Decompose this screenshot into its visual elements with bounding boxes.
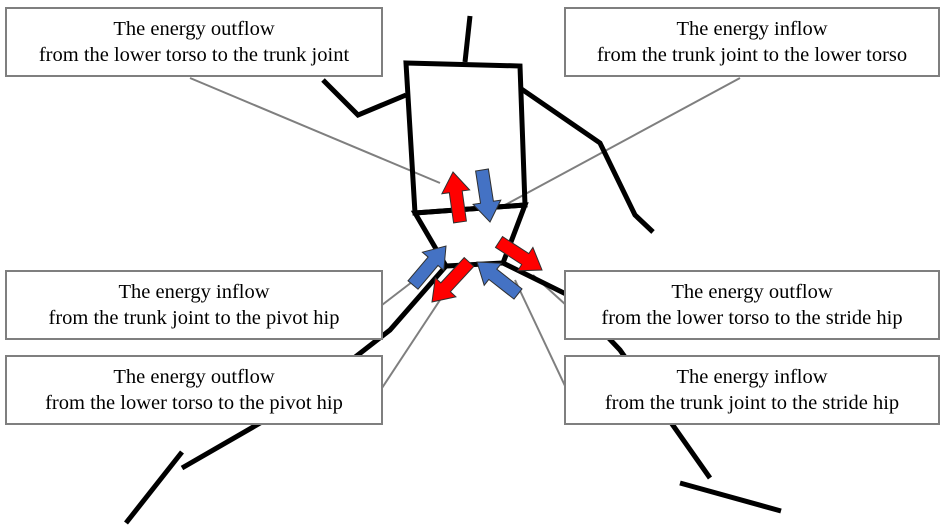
arrow-inflow-trunk-joint-to-stride-hip bbox=[476, 261, 523, 300]
label-line-1: The energy inflow bbox=[676, 366, 828, 388]
label-outflow-lower-torso-to-stride-hip: The energy outflow from the lower torso … bbox=[564, 270, 940, 340]
label-line-1: The energy inflow bbox=[118, 281, 270, 303]
stride-arm bbox=[518, 85, 655, 234]
label-inflow-trunk-joint-to-stride-hip: The energy inflow from the trunk joint t… bbox=[564, 355, 940, 425]
label-line-1: The energy outflow bbox=[113, 366, 275, 388]
label-line-1: The energy outflow bbox=[671, 281, 833, 303]
arrows bbox=[407, 168, 543, 303]
label-line-2: from the trunk joint to the lower torso bbox=[596, 44, 908, 66]
label-inflow-trunk-joint-to-pivot-hip: The energy inflow from the trunk joint t… bbox=[5, 270, 383, 340]
label-line-2: from the lower torso to the pivot hip bbox=[45, 392, 343, 414]
pivot-foot bbox=[124, 450, 184, 525]
label-line-2: from the lower torso to the trunk joint bbox=[38, 44, 350, 66]
figure-head bbox=[462, 15, 473, 63]
leader-lines bbox=[189, 77, 741, 389]
arrow-outflow-lower-torso-to-pivot-hip bbox=[431, 256, 475, 303]
leader-line-inflow-trunk bbox=[504, 77, 741, 206]
stride-foot bbox=[679, 480, 782, 514]
label-outflow-lower-torso-to-trunk-joint: The energy outflow from the lower torso … bbox=[5, 7, 383, 77]
label-outflow-lower-torso-to-pivot-hip: The energy outflow from the lower torso … bbox=[5, 355, 383, 425]
pivot-arm bbox=[321, 78, 407, 118]
label-line-1: The energy inflow bbox=[676, 18, 828, 40]
arrow-inflow-trunk-joint-to-pivot-hip bbox=[407, 245, 447, 290]
label-line-1: The energy outflow bbox=[113, 18, 275, 40]
label-inflow-trunk-joint-to-lower-torso: The energy inflow from the trunk joint t… bbox=[564, 7, 940, 77]
arrow-inflow-trunk-joint-to-lower-torso bbox=[472, 168, 502, 223]
label-line-2: from the lower torso to the stride hip bbox=[601, 307, 903, 329]
label-line-2: from the trunk joint to the pivot hip bbox=[48, 307, 340, 329]
leader-line-outflow-pivot-hip bbox=[381, 299, 441, 389]
label-line-2: from the trunk joint to the stride hip bbox=[604, 392, 900, 414]
arrow-outflow-lower-torso-to-trunk-joint bbox=[441, 171, 471, 224]
arrow-outflow-lower-torso-to-stride-hip bbox=[494, 235, 543, 272]
leader-line-inflow-stride-hip bbox=[514, 279, 567, 389]
leader-line-outflow-trunk bbox=[189, 77, 441, 184]
